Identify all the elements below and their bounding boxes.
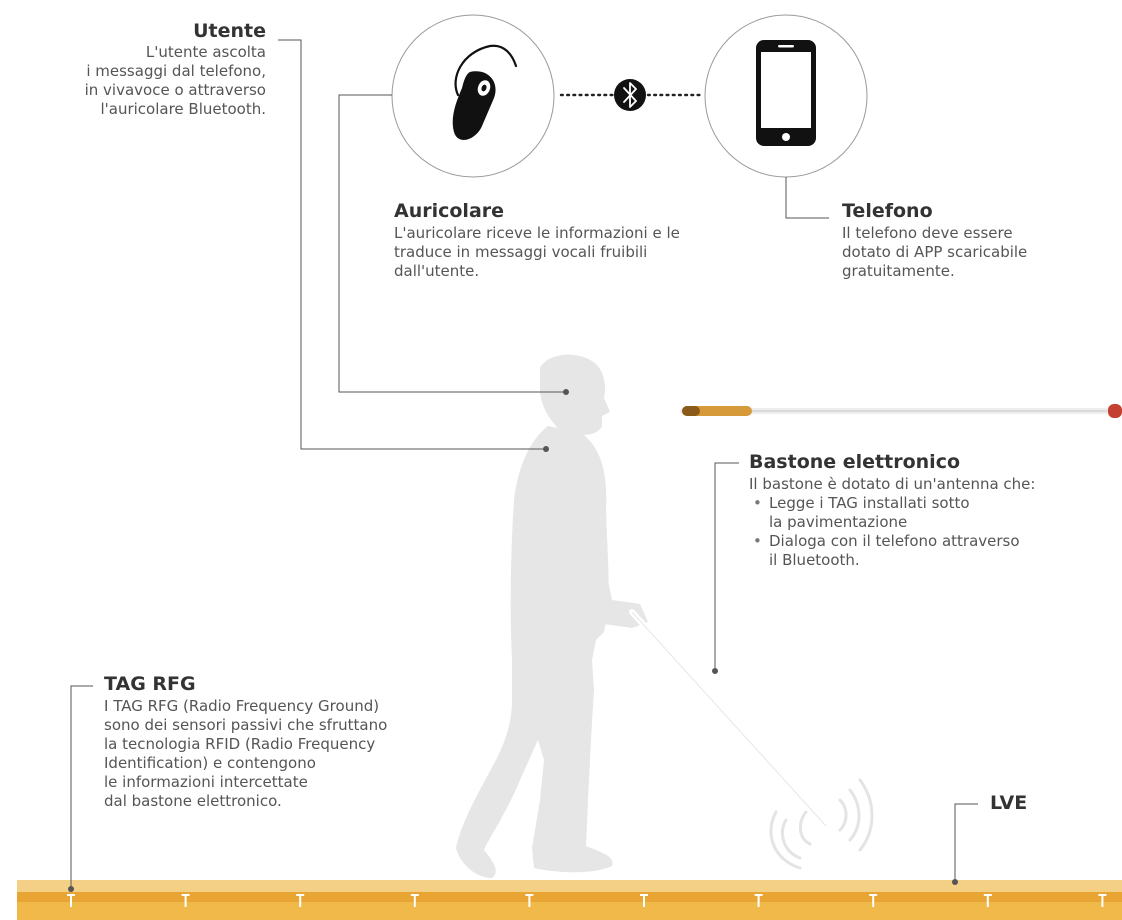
connector-bastone-dot bbox=[712, 668, 718, 674]
telefono-block: Telefono Il telefono deve essere dotato … bbox=[842, 200, 1102, 281]
connector-bastone bbox=[714, 462, 739, 671]
bluetooth-icon bbox=[614, 79, 646, 111]
earpiece-icon bbox=[452, 44, 518, 140]
tag-marker bbox=[296, 894, 305, 907]
connector-lve bbox=[954, 803, 978, 881]
lve-block: LVE bbox=[990, 792, 1070, 814]
tag-title: TAG RFG bbox=[104, 673, 196, 695]
auricolare-text: L'auricolare riceve le informazioni e le… bbox=[394, 224, 680, 280]
tag-marker bbox=[1098, 894, 1107, 907]
tag-marker bbox=[640, 894, 648, 907]
cane-held bbox=[629, 609, 829, 829]
connector-auricolare-dot bbox=[563, 389, 569, 395]
connector-telefono bbox=[785, 177, 829, 219]
connector-utente-dot bbox=[543, 446, 549, 452]
connector-utente bbox=[278, 39, 546, 450]
connector-tag bbox=[70, 685, 93, 888]
tag-marker bbox=[67, 894, 75, 907]
tag-marker bbox=[983, 894, 992, 907]
floor-strip bbox=[17, 880, 1122, 920]
lve-title: LVE bbox=[990, 792, 1028, 814]
bastone-intro: Il bastone è dotato di un'antenna che: bbox=[749, 475, 1036, 493]
connector-auricolare bbox=[338, 94, 566, 393]
tag-marker bbox=[754, 894, 763, 907]
tag-text: I TAG RFG (Radio Frequency Ground) sono … bbox=[104, 697, 388, 810]
telefono-title: Telefono bbox=[842, 200, 933, 222]
utente-text: L'utente ascolta i messaggi dal telefono… bbox=[84, 43, 266, 118]
bastone-bullet: Legge i TAG installati sotto la paviment… bbox=[749, 494, 1114, 532]
bastone-bullet: Dialoga con il telefono attraverso il Bl… bbox=[749, 532, 1114, 570]
bastone-title: Bastone elettronico bbox=[749, 451, 961, 473]
tag-markers bbox=[67, 894, 1107, 907]
tag-marker bbox=[525, 894, 534, 907]
bastone-bullets: Legge i TAG installati sotto la paviment… bbox=[749, 494, 1114, 570]
utente-block: Utente L'utente ascolta i messaggi dal t… bbox=[6, 20, 266, 119]
auricolare-block: Auricolare L'auricolare riceve le inform… bbox=[394, 200, 734, 281]
utente-title: Utente bbox=[193, 20, 266, 42]
bastone-block: Bastone elettronico Il bastone è dotato … bbox=[749, 451, 1114, 570]
smartphone-icon bbox=[756, 40, 816, 146]
connector-tag-dot bbox=[68, 886, 74, 892]
person-silhouette bbox=[456, 354, 648, 878]
tag-marker bbox=[869, 894, 878, 907]
tag-marker bbox=[410, 894, 419, 907]
tag-block: TAG RFG I TAG RFG (Radio Frequency Groun… bbox=[104, 673, 464, 811]
tag-marker bbox=[181, 894, 190, 907]
cane-image bbox=[680, 404, 1122, 418]
auricolare-title: Auricolare bbox=[394, 200, 505, 222]
signal-waves-icon bbox=[769, 778, 874, 870]
connector-lve-dot bbox=[952, 879, 958, 885]
telefono-text: Il telefono deve essere dotato di APP sc… bbox=[842, 224, 1028, 280]
